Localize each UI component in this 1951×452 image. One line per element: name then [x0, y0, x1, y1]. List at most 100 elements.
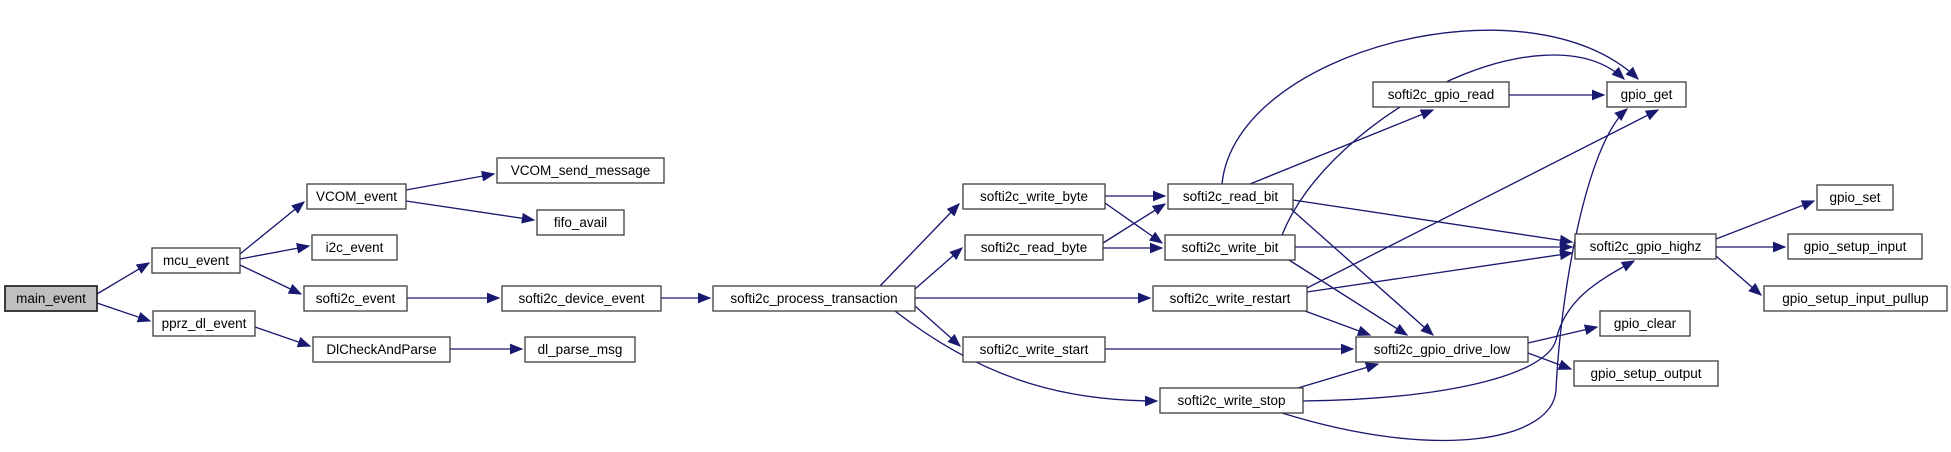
node-box-VCOM_send_message[interactable]	[496, 157, 665, 184]
node-label-dl_parse_msg: dl_parse_msg	[538, 342, 623, 357]
node-softi2c_gpio_read[interactable]: softi2c_gpio_read	[1372, 81, 1510, 108]
node-box-gpio_setup_output[interactable]	[1573, 360, 1719, 387]
node-VCOM_event[interactable]: VCOM_event	[306, 183, 407, 210]
node-VCOM_send_message[interactable]: VCOM_send_message	[496, 157, 665, 184]
node-softi2c_write_bit[interactable]: softi2c_write_bit	[1164, 234, 1296, 261]
edge-softi2c_process_transaction-to-softi2c_write_start	[914, 305, 962, 347]
node-pprz_dl_event[interactable]: pprz_dl_event	[152, 310, 256, 337]
node-gpio_setup_input[interactable]: gpio_setup_input	[1787, 233, 1923, 260]
node-label-softi2c_gpio_drive_low: softi2c_gpio_drive_low	[1374, 342, 1511, 357]
node-box-softi2c_device_event[interactable]	[501, 285, 662, 312]
node-label-i2c_event: i2c_event	[326, 240, 384, 255]
node-box-softi2c_gpio_read[interactable]	[1372, 81, 1510, 108]
node-box-VCOM_event[interactable]	[306, 183, 407, 210]
node-label-softi2c_write_bit: softi2c_write_bit	[1182, 240, 1279, 255]
node-box-dl_parse_msg[interactable]	[524, 336, 636, 363]
node-box-softi2c_write_byte[interactable]	[962, 183, 1106, 210]
node-box-softi2c_read_byte[interactable]	[964, 234, 1104, 261]
node-softi2c_write_byte[interactable]: softi2c_write_byte	[962, 183, 1106, 210]
edge-mcu_event-to-VCOM_event	[239, 201, 306, 255]
node-softi2c_gpio_highz[interactable]: softi2c_gpio_highz	[1574, 233, 1717, 260]
node-softi2c_device_event[interactable]: softi2c_device_event	[501, 285, 662, 312]
node-label-softi2c_write_restart: softi2c_write_restart	[1170, 291, 1291, 306]
node-softi2c_gpio_drive_low[interactable]: softi2c_gpio_drive_low	[1355, 336, 1529, 363]
edge-softi2c_read_bit-to-softi2c_gpio_read	[1249, 109, 1435, 185]
node-gpio_clear[interactable]: gpio_clear	[1599, 310, 1691, 337]
node-dl_parse_msg[interactable]: dl_parse_msg	[524, 336, 636, 363]
node-label-softi2c_device_event: softi2c_device_event	[518, 291, 644, 306]
node-softi2c_write_stop[interactable]: softi2c_write_stop	[1159, 387, 1304, 414]
edge-main_event-to-mcu_event	[96, 262, 151, 295]
node-box-softi2c_read_bit[interactable]	[1167, 183, 1294, 210]
node-box-mcu_event[interactable]	[151, 247, 241, 274]
edge-softi2c_read_bit-to-softi2c_gpio_drive_low	[1290, 208, 1435, 336]
edge-softi2c_write_byte-to-softi2c_write_bit	[1104, 202, 1164, 244]
node-box-main_event[interactable]	[4, 285, 98, 312]
edge-softi2c_gpio_highz-to-gpio_set	[1715, 200, 1816, 240]
node-box-DlCheckAndParse[interactable]	[312, 336, 451, 363]
node-label-softi2c_event: softi2c_event	[316, 291, 396, 306]
node-gpio_get[interactable]: gpio_get	[1606, 81, 1687, 108]
node-label-gpio_setup_input: gpio_setup_input	[1804, 239, 1907, 254]
node-main_event[interactable]: main_event	[4, 285, 98, 312]
node-box-softi2c_process_transaction[interactable]	[712, 285, 916, 312]
node-label-gpio_set: gpio_set	[1829, 190, 1880, 205]
node-box-i2c_event[interactable]	[311, 234, 398, 261]
node-softi2c_process_transaction[interactable]: softi2c_process_transaction	[712, 285, 916, 312]
node-label-gpio_setup_output: gpio_setup_output	[1590, 366, 1701, 381]
node-i2c_event[interactable]: i2c_event	[311, 234, 398, 261]
node-label-DlCheckAndParse: DlCheckAndParse	[326, 342, 436, 357]
node-DlCheckAndParse[interactable]: DlCheckAndParse	[312, 336, 451, 363]
node-label-softi2c_write_start: softi2c_write_start	[980, 342, 1089, 357]
node-box-softi2c_event[interactable]	[303, 285, 408, 312]
edge-softi2c_write_restart-to-softi2c_gpio_drive_low	[1304, 310, 1372, 336]
node-softi2c_event[interactable]: softi2c_event	[303, 285, 408, 312]
node-box-pprz_dl_event[interactable]	[152, 310, 256, 337]
edge-VCOM_event-to-VCOM_send_message	[405, 170, 496, 191]
node-box-gpio_clear[interactable]	[1599, 310, 1691, 337]
node-label-gpio_clear: gpio_clear	[1614, 316, 1677, 331]
edge-softi2c_gpio_highz-to-gpio_setup_input_pullup	[1715, 255, 1763, 296]
node-box-gpio_setup_input_pullup[interactable]	[1763, 285, 1948, 312]
edge-softi2c_read_bit-to-gpio_get	[1221, 29, 1639, 185]
node-label-gpio_get: gpio_get	[1621, 87, 1673, 102]
edge-softi2c_process_transaction-to-softi2c_read_byte	[914, 247, 964, 290]
node-softi2c_read_byte[interactable]: softi2c_read_byte	[964, 234, 1104, 261]
node-label-main_event: main_event	[16, 291, 86, 306]
node-mcu_event[interactable]: mcu_event	[151, 247, 241, 274]
node-box-gpio_setup_input[interactable]	[1787, 233, 1923, 260]
node-label-VCOM_send_message: VCOM_send_message	[511, 163, 651, 178]
node-label-mcu_event: mcu_event	[163, 253, 229, 268]
node-label-softi2c_gpio_read: softi2c_gpio_read	[1388, 87, 1495, 102]
node-box-softi2c_write_restart[interactable]	[1152, 285, 1308, 312]
node-box-fifo_avail[interactable]	[536, 209, 625, 236]
edge-main_event-to-pprz_dl_event	[96, 302, 152, 323]
node-softi2c_write_start[interactable]: softi2c_write_start	[962, 336, 1106, 363]
node-gpio_setup_input_pullup[interactable]: gpio_setup_input_pullup	[1763, 285, 1948, 312]
edge-softi2c_process_transaction-to-softi2c_write_stop	[894, 310, 1159, 407]
node-box-softi2c_gpio_drive_low[interactable]	[1355, 336, 1529, 363]
node-label-fifo_avail: fifo_avail	[554, 215, 607, 230]
edge-softi2c_write_stop-to-softi2c_gpio_drive_low	[1297, 362, 1380, 389]
node-box-gpio_get[interactable]	[1606, 81, 1687, 108]
node-box-softi2c_write_bit[interactable]	[1164, 234, 1296, 261]
node-gpio_set[interactable]: gpio_set	[1816, 184, 1894, 211]
node-label-gpio_setup_input_pullup: gpio_setup_input_pullup	[1782, 291, 1928, 306]
node-softi2c_write_restart[interactable]: softi2c_write_restart	[1152, 285, 1308, 312]
node-box-gpio_set[interactable]	[1816, 184, 1894, 211]
node-box-softi2c_write_start[interactable]	[962, 336, 1106, 363]
node-fifo_avail[interactable]: fifo_avail	[536, 209, 625, 236]
node-softi2c_read_bit[interactable]: softi2c_read_bit	[1167, 183, 1294, 210]
edge-pprz_dl_event-to-DlCheckAndParse	[254, 326, 312, 348]
edge-softi2c_write_restart-to-softi2c_gpio_highz	[1306, 249, 1574, 293]
node-box-softi2c_write_stop[interactable]	[1159, 387, 1304, 414]
edge-softi2c_read_byte-to-softi2c_read_bit	[1102, 203, 1167, 244]
edge-softi2c_read_bit-to-softi2c_gpio_highz	[1292, 199, 1574, 246]
node-label-softi2c_read_byte: softi2c_read_byte	[981, 240, 1088, 255]
edge-VCOM_event-to-fifo_avail	[405, 200, 536, 224]
node-label-pprz_dl_event: pprz_dl_event	[162, 316, 247, 331]
node-gpio_setup_output[interactable]: gpio_setup_output	[1573, 360, 1719, 387]
node-box-softi2c_gpio_highz[interactable]	[1574, 233, 1717, 260]
node-label-VCOM_event: VCOM_event	[316, 189, 397, 204]
